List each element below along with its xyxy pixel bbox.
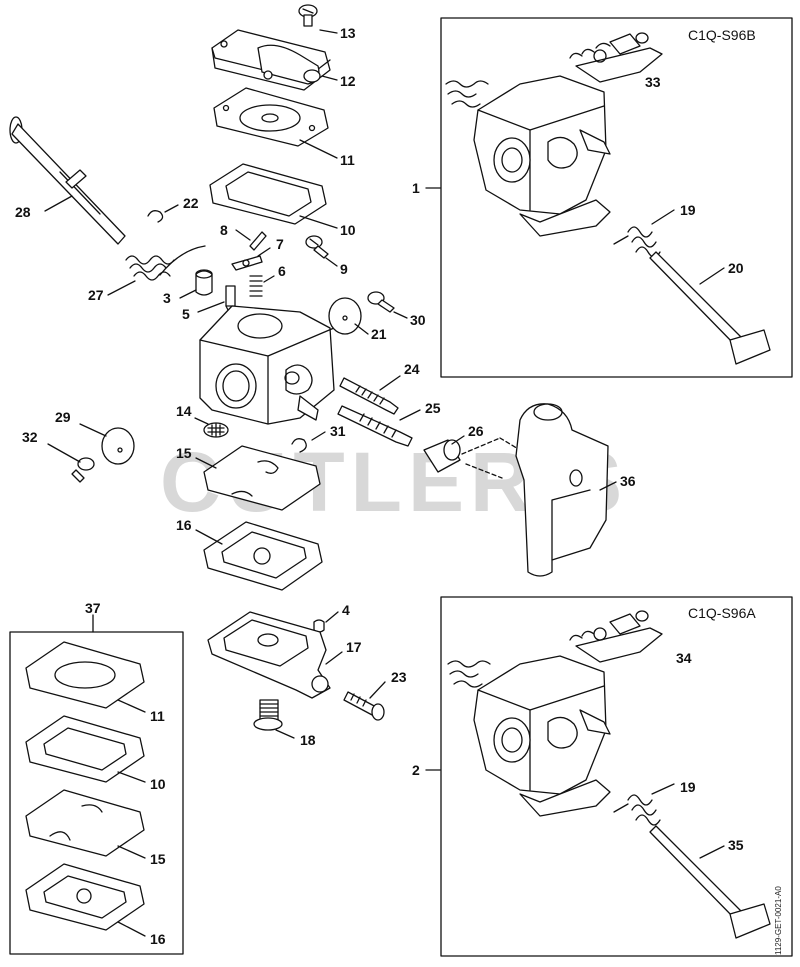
plate-29 <box>79 423 135 465</box>
gasket-16 <box>195 521 323 591</box>
part-label-1: 1 <box>412 180 420 196</box>
throttle-shaft-35 <box>649 825 771 939</box>
part-label-36: 36 <box>620 473 636 489</box>
part-label-31: 31 <box>330 423 346 439</box>
kit-gasket-16 <box>25 863 146 937</box>
part-label-33: 33 <box>645 74 661 90</box>
part-label-10: 10 <box>340 222 356 238</box>
kit-gasket-10 <box>25 715 146 783</box>
spring-19-upper <box>613 209 675 258</box>
part-label-35: 35 <box>728 837 744 853</box>
part-label-14: 14 <box>176 403 192 419</box>
cover-12 <box>211 29 338 91</box>
gasket-kit-box <box>9 631 184 955</box>
assembly-title-upper: C1Q-S96B <box>688 27 756 43</box>
part-label-18: 18 <box>300 732 316 748</box>
screw-32 <box>47 443 95 483</box>
part-label-20: 20 <box>728 260 744 276</box>
kit-diaphragm-11 <box>25 641 146 713</box>
pin-8 <box>235 229 267 251</box>
adjusting-screw-25 <box>337 405 421 447</box>
part-label-17: 17 <box>346 639 362 655</box>
screw-9 <box>305 235 338 267</box>
assembly-title-lower: C1Q-S96A <box>688 605 756 621</box>
part-label-12: 12 <box>340 73 356 89</box>
part-label-7: 7 <box>276 236 284 252</box>
carburetor-assembly-lower <box>425 610 663 817</box>
part-label-32: 32 <box>22 429 38 445</box>
part-label-25: 25 <box>425 400 441 416</box>
check-ball-4 <box>313 611 339 633</box>
screw-30 <box>367 291 408 319</box>
kit-label-15: 15 <box>150 851 166 867</box>
part-label-15: 15 <box>176 445 192 461</box>
pump-cover-17 <box>207 611 343 699</box>
clip-31 <box>291 431 326 453</box>
kit-gasket-15 <box>25 789 146 859</box>
part-label-5: 5 <box>182 306 190 322</box>
spring-27 <box>107 245 206 296</box>
part-label-16: 16 <box>176 517 192 533</box>
assembly-box-lower <box>440 596 793 957</box>
part-label-24: 24 <box>404 361 420 377</box>
part-label-3: 3 <box>163 290 171 306</box>
part-label-22: 22 <box>183 195 199 211</box>
plug-3 <box>179 269 213 299</box>
kit-label-11: 11 <box>150 708 165 724</box>
part-label-28: 28 <box>15 204 31 220</box>
part-label-11: 11 <box>340 152 355 168</box>
part-label-26: 26 <box>468 423 484 439</box>
kit-label-10: 10 <box>150 776 166 792</box>
part-label-34: 34 <box>676 650 692 666</box>
throttle-plate-21 <box>328 297 369 335</box>
gasket-10 <box>209 163 338 229</box>
clip-22 <box>147 204 179 223</box>
part-label-23: 23 <box>391 669 407 685</box>
part-label-19-lower: 19 <box>680 779 696 795</box>
spring-6 <box>249 275 275 297</box>
part-label-29: 29 <box>55 409 71 425</box>
spring-19-lower <box>613 783 675 826</box>
part-label-6: 6 <box>278 263 286 279</box>
part-label-37: 37 <box>85 600 101 616</box>
throttle-shaft-28 <box>9 116 126 245</box>
adjusting-screw-24 <box>339 375 401 415</box>
document-id: 1129-GET-0021-A0 <box>774 886 783 955</box>
part-label-13: 13 <box>340 25 356 41</box>
limiter-cap-26 <box>423 435 521 479</box>
carburetor-assembly-upper <box>425 32 663 237</box>
screw-13 <box>298 4 338 34</box>
part-label-2: 2 <box>412 762 420 778</box>
part-label-30: 30 <box>410 312 426 328</box>
intake-housing-36 <box>515 403 617 577</box>
part-label-19-upper: 19 <box>680 202 696 218</box>
screw-18 <box>253 699 295 739</box>
part-label-27: 27 <box>88 287 104 303</box>
kit-label-16: 16 <box>150 931 166 947</box>
part-label-9: 9 <box>340 261 348 277</box>
diaphragm-11 <box>213 87 338 159</box>
part-label-4: 4 <box>342 602 350 618</box>
part-label-21: 21 <box>371 326 387 342</box>
screw-23 <box>343 681 386 721</box>
carburetor-body <box>199 305 335 425</box>
lever-7 <box>231 247 271 271</box>
gasket-15 <box>195 445 321 511</box>
throttle-shaft-20 <box>649 251 771 365</box>
part-label-8: 8 <box>220 222 228 238</box>
assembly-box-upper <box>440 17 793 378</box>
filter-screen-14 <box>194 417 229 438</box>
